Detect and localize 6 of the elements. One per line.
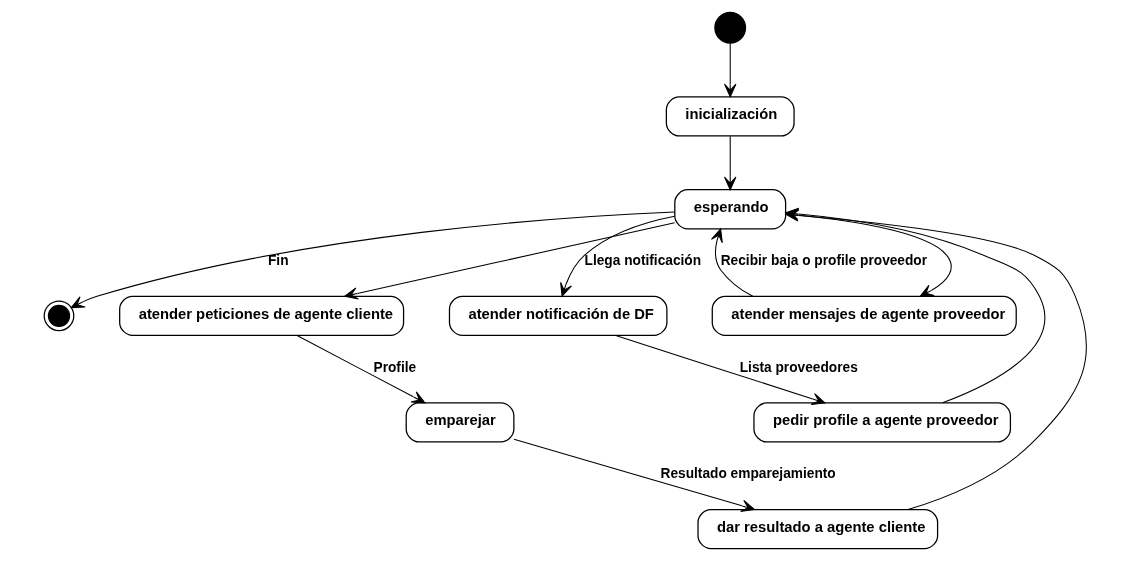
edge-label: Recibir baja o profile proveedor	[720, 253, 928, 269]
edge-label: Llega notificación	[584, 253, 702, 269]
edge-label: Resultado emparejamiento	[660, 466, 836, 482]
edge-label: Fin	[267, 253, 289, 269]
edge-label: Profile	[373, 359, 417, 375]
edge-label: Lista proveedores	[739, 359, 858, 375]
